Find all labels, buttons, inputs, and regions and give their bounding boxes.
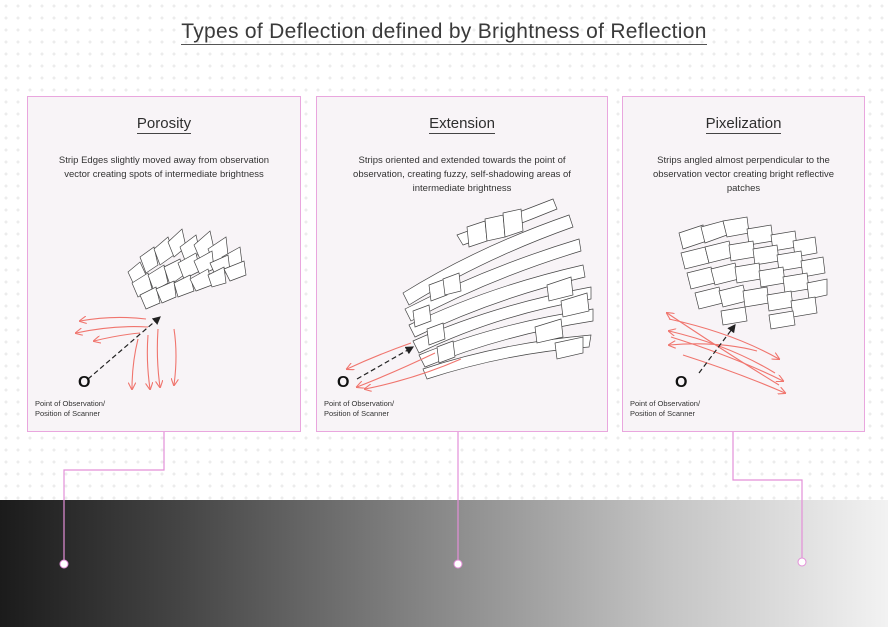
connector-porosity: [63, 432, 165, 562]
panel-description: Strips oriented and extended towards the…: [353, 155, 571, 194]
observer-icon: O: [675, 374, 688, 391]
reflection-arrows: [347, 342, 462, 389]
panel-extension: Extension Strips oriented and extended t…: [316, 96, 608, 432]
pixelization-illustration: [623, 216, 828, 433]
observer-icon: O: [78, 374, 91, 391]
porosity-illustration: [28, 228, 247, 433]
connector-pixelization: [732, 432, 803, 560]
reflection-arrows: [76, 317, 176, 389]
panel-pixelization: Pixelization Strips angled almost perpen…: [622, 96, 865, 432]
brightness-gradient-bar: [0, 500, 888, 627]
panel-description: Strips angled almost perpendicular to th…: [652, 155, 835, 194]
observer-label: Point of Observation/ Position of Scanne…: [35, 399, 106, 418]
panel-title: Extension: [429, 115, 495, 134]
observation-vector: [356, 346, 415, 380]
panel-title: Pixelization: [705, 115, 782, 134]
diagram-title: Types of Deflection defined by Brightnes…: [181, 20, 707, 45]
extension-illustration: [317, 198, 594, 433]
marker-pixelization: [797, 557, 807, 567]
strip-cluster: [127, 228, 247, 310]
reflection-arrows: [667, 313, 785, 393]
observation-vector: [698, 324, 736, 374]
strip-cluster: [678, 216, 828, 330]
panel-description: Strip Edges slightly moved away from obs…: [58, 155, 270, 180]
panel-title: Porosity: [136, 115, 192, 134]
observer-label: Point of Observation/ Position of Scanne…: [324, 399, 395, 418]
observer-label: Point of Observation/ Position of Scanne…: [630, 399, 701, 418]
strip-cluster: [402, 198, 594, 380]
observer-icon: O: [337, 374, 350, 391]
panel-porosity: Porosity Strip Edges slightly moved away…: [27, 96, 301, 432]
marker-porosity: [59, 559, 69, 569]
marker-extension: [453, 559, 463, 569]
